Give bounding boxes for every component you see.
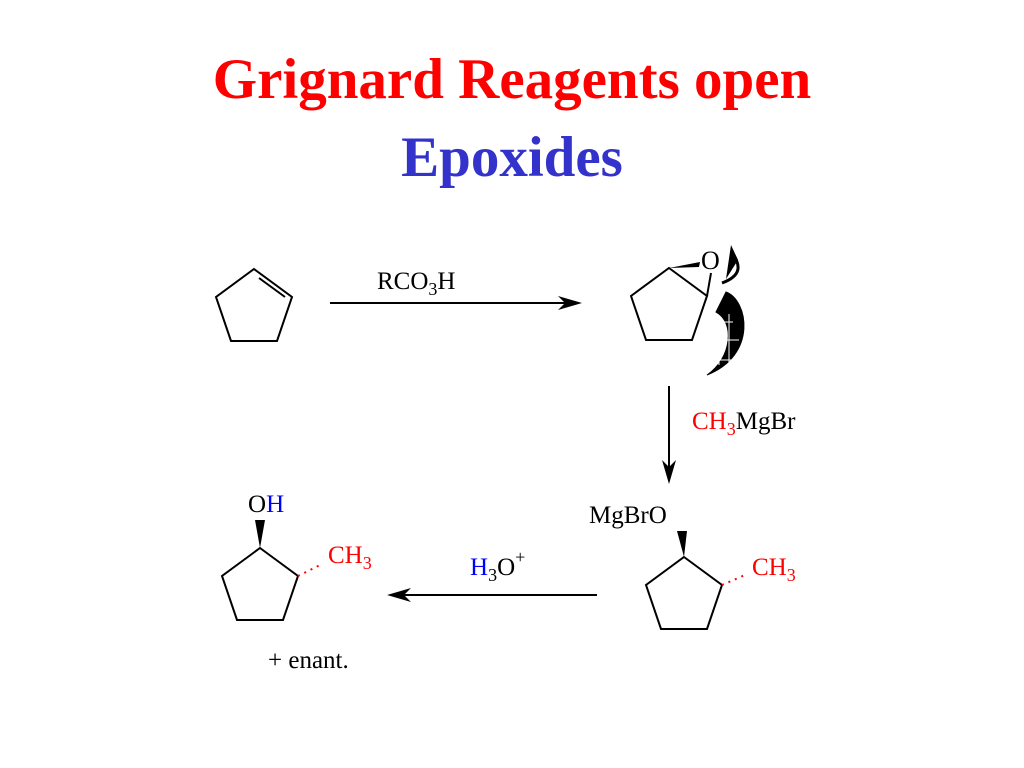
alcohol-oh: OH bbox=[248, 491, 284, 518]
step3-arrow bbox=[387, 588, 597, 602]
alkoxide-wedge-bond bbox=[677, 531, 687, 557]
step2-arrow bbox=[662, 386, 676, 484]
step3-arrow-head bbox=[387, 588, 411, 602]
step3-reagent-o: O bbox=[497, 554, 515, 581]
step1-reagent-pre: RCO bbox=[377, 268, 428, 295]
oxygen-push-arrow-tail bbox=[721, 250, 740, 285]
epoxide-c-o-bond bbox=[706, 272, 712, 297]
step2-reagent-rest: MgBr bbox=[736, 408, 796, 435]
step1-arrow-head bbox=[558, 296, 582, 310]
alcohol-h: H bbox=[266, 491, 284, 518]
curved-arrow-hatching bbox=[712, 314, 741, 370]
step3-reagent-sup: + bbox=[515, 547, 525, 567]
title-line-1: Grignard Reagents open bbox=[212, 48, 812, 111]
oxygen-push-arrow bbox=[726, 245, 738, 279]
alkoxide-hashed-bond bbox=[721, 574, 746, 586]
alcohol-ring bbox=[220, 546, 300, 621]
step3-reagent: H3O+ bbox=[470, 547, 525, 585]
alcohol-o: O bbox=[248, 491, 266, 518]
alcohol-methyl: CH3 bbox=[328, 542, 372, 573]
step1-reagent: RCO3H bbox=[377, 268, 455, 299]
step2-reagent-sub: 3 bbox=[727, 419, 736, 439]
step2-reagent: CH3MgBr bbox=[692, 408, 796, 439]
alcohol-product: OH CH3 + enant. bbox=[220, 491, 372, 674]
alkoxide-ring bbox=[644, 555, 724, 630]
step3-reagent-sub: 3 bbox=[488, 565, 497, 585]
alcohol-methyl-sub: 3 bbox=[363, 553, 372, 573]
step1-reagent-post: H bbox=[437, 268, 455, 295]
cyclopentene bbox=[214, 267, 294, 342]
alkoxide-methyl-base: CH bbox=[752, 554, 787, 581]
curved-attack-arrow bbox=[706, 291, 745, 376]
alkoxide-methyl-sub: 3 bbox=[787, 565, 796, 585]
title-line-2: Epoxides bbox=[401, 126, 623, 189]
epoxide-wedge-bond bbox=[669, 262, 700, 268]
alkoxide-prefix: MgBrO bbox=[589, 502, 667, 529]
cyclopentene-double-bond bbox=[258, 277, 286, 298]
cyclopentene-ring bbox=[214, 267, 294, 342]
step1-reagent-sub: 3 bbox=[428, 279, 437, 299]
epoxide-oxygen: O bbox=[701, 246, 720, 275]
alkoxide: MgBrO CH3 bbox=[589, 502, 796, 630]
alkoxide-methyl: CH3 bbox=[752, 554, 796, 585]
step3-reagent-h: H bbox=[470, 554, 488, 581]
enantiomer-note: + enant. bbox=[268, 647, 349, 674]
step2-reagent-methyl: CH bbox=[692, 408, 727, 435]
step1-arrow bbox=[330, 296, 582, 310]
alcohol-methyl-base: CH bbox=[328, 542, 363, 569]
epoxide-ring bbox=[629, 266, 709, 341]
alcohol-wedge-bond bbox=[255, 520, 265, 548]
alcohol-hashed-bond bbox=[297, 564, 321, 577]
epoxide: O bbox=[629, 245, 745, 376]
step2-arrow-head bbox=[662, 460, 676, 484]
